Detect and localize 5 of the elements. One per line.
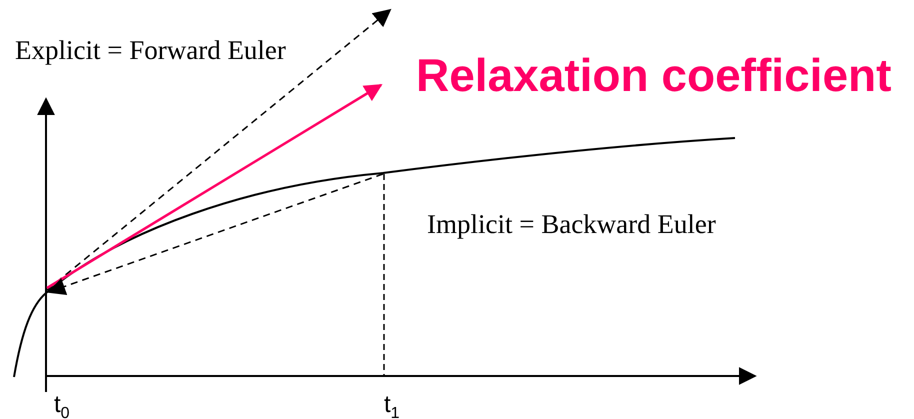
axis-tick-label: t$_{1}$ xyxy=(384,392,400,419)
method-label: Implicit = Backward Euler xyxy=(427,210,716,240)
heading-label: Relaxation coefficient xyxy=(416,50,892,101)
method-label: Explicit = Forward Euler xyxy=(15,36,286,66)
axis-tick-label: t$_{0}$ xyxy=(54,392,70,419)
